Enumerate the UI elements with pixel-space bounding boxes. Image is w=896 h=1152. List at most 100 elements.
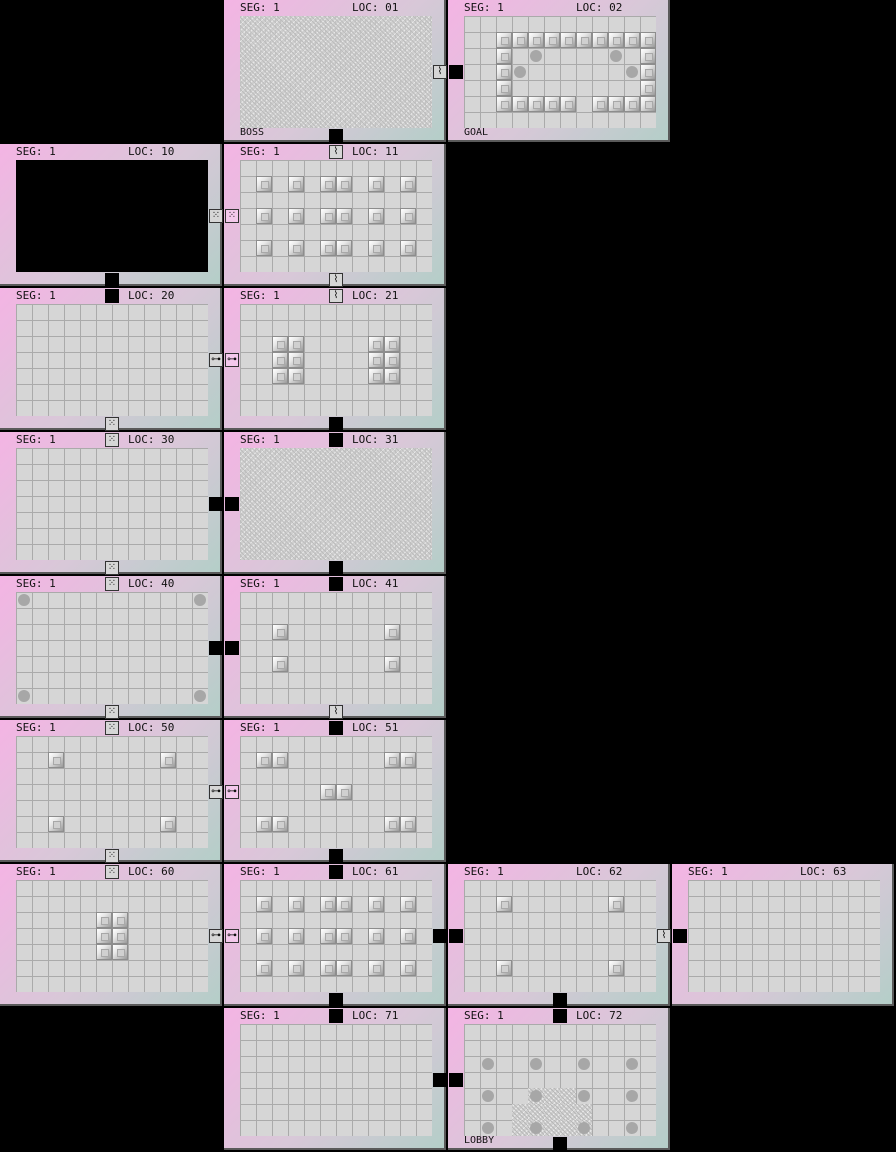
- dice-icon[interactable]: ⁙: [105, 561, 119, 575]
- doorway[interactable]: [329, 865, 343, 879]
- doorway[interactable]: [329, 433, 343, 447]
- doorway[interactable]: [209, 497, 223, 511]
- raised-block: [112, 928, 128, 944]
- raised-block: [496, 80, 512, 96]
- room-floor-grid: [16, 448, 208, 560]
- doorway[interactable]: [449, 65, 463, 79]
- segment-label: SEG: 1: [16, 289, 56, 302]
- raised-block: [256, 896, 272, 912]
- doorway[interactable]: [329, 993, 343, 1007]
- raised-block: [160, 752, 176, 768]
- segment-label: SEG: 1: [464, 1009, 504, 1022]
- raised-block: [320, 208, 336, 224]
- dice-icon[interactable]: ⁙: [105, 433, 119, 447]
- doorway[interactable]: [553, 993, 567, 1007]
- dice-icon[interactable]: ⁙: [105, 577, 119, 591]
- key-icon[interactable]: ⊶: [225, 353, 239, 367]
- orb: [16, 688, 32, 704]
- boss-door-icon[interactable]: ⌇: [657, 929, 671, 943]
- doorway[interactable]: [329, 1009, 343, 1023]
- key-icon[interactable]: ⊶: [209, 929, 223, 943]
- doorway[interactable]: [329, 417, 343, 431]
- room-floor-grid: [240, 592, 432, 704]
- doorway[interactable]: [553, 1009, 567, 1023]
- doorway[interactable]: [433, 929, 447, 943]
- dice-icon[interactable]: ⁙: [105, 417, 119, 431]
- doorway[interactable]: [553, 1137, 567, 1151]
- doorway[interactable]: [329, 129, 343, 143]
- key-icon[interactable]: ⊶: [209, 785, 223, 799]
- raised-block: [368, 176, 384, 192]
- doorway[interactable]: [673, 929, 687, 943]
- raised-block: [528, 32, 544, 48]
- boss-door-icon[interactable]: ⌇: [329, 273, 343, 287]
- raised-block: [384, 336, 400, 352]
- key-icon[interactable]: ⊶: [225, 785, 239, 799]
- boss-door-icon[interactable]: ⌇: [329, 145, 343, 159]
- raised-block: [608, 32, 624, 48]
- rubble-tile: [512, 1120, 528, 1136]
- doorway[interactable]: [433, 1073, 447, 1087]
- key-icon[interactable]: ⊶: [225, 929, 239, 943]
- raised-block: [640, 80, 656, 96]
- segment-label: SEG: 1: [688, 865, 728, 878]
- doorway[interactable]: [329, 561, 343, 575]
- dice-icon[interactable]: ⁙: [209, 209, 223, 223]
- raised-block: [256, 240, 272, 256]
- doorway[interactable]: [329, 849, 343, 863]
- raised-block: [288, 896, 304, 912]
- doorway[interactable]: [225, 497, 239, 511]
- raised-block: [48, 752, 64, 768]
- dice-icon[interactable]: ⁙: [105, 705, 119, 719]
- boss-door-icon[interactable]: ⌇: [433, 65, 447, 79]
- dice-icon[interactable]: ⁙: [105, 865, 119, 879]
- dice-icon[interactable]: ⁙: [105, 721, 119, 735]
- raised-block: [336, 784, 352, 800]
- doorway[interactable]: [105, 273, 119, 287]
- doorway[interactable]: [329, 721, 343, 735]
- location-label: LOC: 71: [352, 1009, 399, 1022]
- doorway[interactable]: [449, 1073, 463, 1087]
- doorway[interactable]: [209, 641, 223, 655]
- boss-door-icon[interactable]: ⌇: [329, 705, 343, 719]
- orb: [480, 1056, 496, 1072]
- doorway[interactable]: [105, 289, 119, 303]
- dice-icon[interactable]: ⁙: [225, 209, 239, 223]
- doorway[interactable]: [225, 641, 239, 655]
- orb: [576, 1088, 592, 1104]
- dice-icon[interactable]: ⁙: [105, 849, 119, 863]
- boss-door-icon[interactable]: ⌇: [329, 289, 343, 303]
- key-icon[interactable]: ⊶: [209, 353, 223, 367]
- room-name-label: BOSS: [240, 127, 265, 138]
- raised-block: [496, 960, 512, 976]
- doorway[interactable]: [329, 577, 343, 591]
- location-label: LOC: 50: [128, 721, 175, 734]
- doorway[interactable]: [449, 929, 463, 943]
- raised-block: [496, 48, 512, 64]
- raised-block: [528, 96, 544, 112]
- raised-block: [400, 896, 416, 912]
- raised-block: [640, 48, 656, 64]
